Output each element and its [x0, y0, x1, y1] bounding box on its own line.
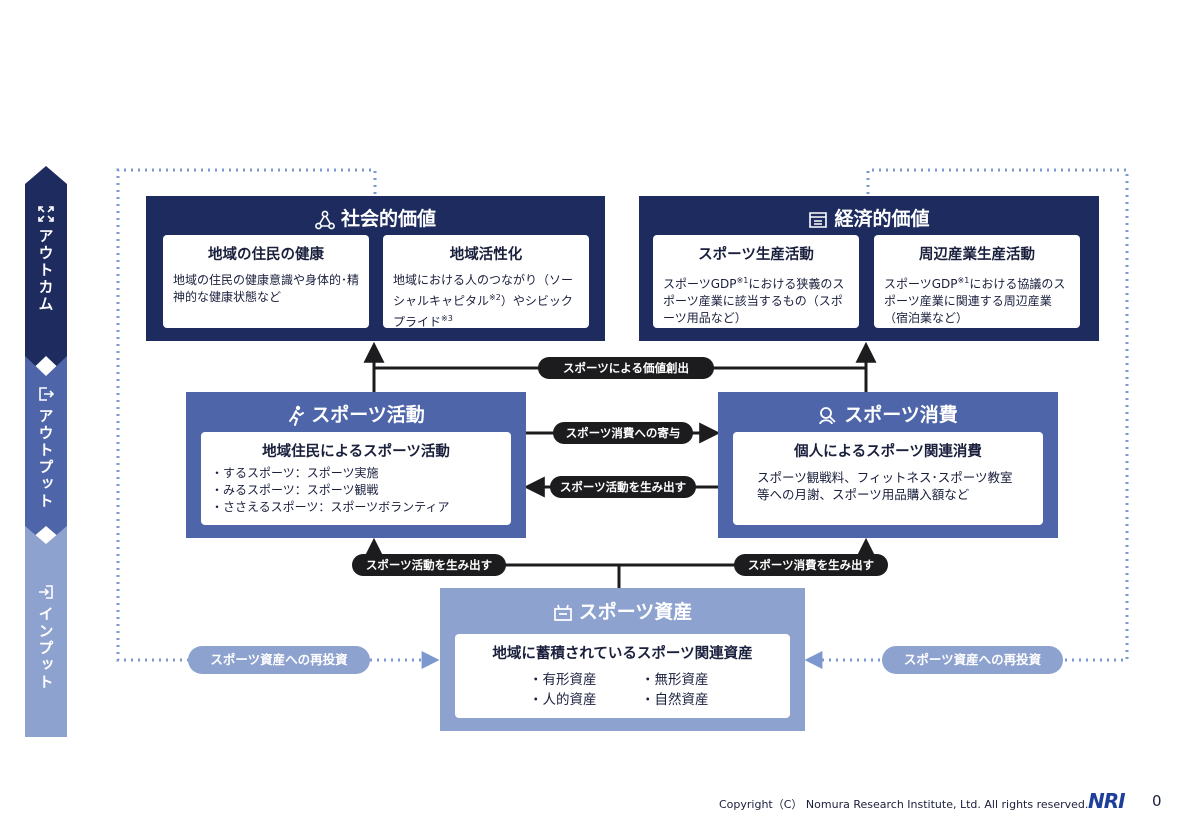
- card-sports-production-title: スポーツ生産活動: [698, 247, 814, 263]
- sidebar-output-label: アウトプット: [36, 408, 55, 510]
- card-health-body: 地域の住民の健康意識や身体的･精神的な健康状態など: [173, 273, 360, 304]
- card-local-assets: 地域に蓄積されているスポーツ関連資産 ・有形資産 ・人的資産 ・無形資産 ・自然…: [455, 634, 790, 718]
- sports-consumption-title: スポーツ消費: [718, 400, 1058, 427]
- sports-consumption-box: スポーツ消費 個人によるスポーツ関連消費 スポーツ観戦料、フィットネス･スポーツ…: [718, 392, 1058, 538]
- economic-value-box: 経済的価値 スポーツ生産活動 スポーツGDP※1における狭義のスポーツ産業に該当…: [639, 196, 1099, 341]
- activity-list: するスポーツ：スポーツ実施 みるスポーツ：スポーツ観戦 ささえるスポーツ：スポー…: [211, 465, 501, 516]
- nri-logo: NRI: [1088, 789, 1126, 813]
- card-revitalization: 地域活性化 地域における人のつながり（ソーシャルキャピタル※2）やシビックプライ…: [383, 235, 589, 329]
- sports-assets-title-text: スポーツ資産: [578, 601, 693, 623]
- list-item: ・自然資産: [641, 692, 709, 708]
- list-item: ・有形資産: [529, 672, 597, 688]
- list-item: するスポーツ：スポーツ実施: [211, 465, 501, 482]
- export-icon: [39, 387, 54, 401]
- card-local-assets-title: 地域に蓄積されているスポーツ関連資産: [492, 646, 753, 662]
- card-sports-production-body: スポーツGDP※1における狭義のスポーツ産業に該当するもの（スポーツ用品など）: [663, 276, 845, 325]
- sidebar-outcome-label: アウトカム: [36, 228, 55, 313]
- expand-icon: [38, 206, 54, 222]
- card-health-title: 地域の住民の健康: [208, 247, 324, 263]
- card-personal-consumption: 個人によるスポーツ関連消費 スポーツ観戦料、フィットネス･スポーツ教室等への月謝…: [733, 432, 1043, 525]
- card-revitalization-body: 地域における人のつながり（ソーシャルキャピタル※2）やシビックプライド※3: [393, 273, 574, 329]
- pill-to-consumption: スポーツ消費への寄与: [553, 422, 693, 444]
- sidebar-input-label: インプット: [36, 606, 55, 691]
- pill-value-creation: スポーツによる価値創出: [538, 357, 714, 379]
- page-number: 0: [1152, 792, 1162, 810]
- sidebar-shapes: [25, 166, 67, 737]
- reinvest-loop-left: [116, 168, 440, 669]
- sports-activity-title-text: スポーツ活動: [311, 404, 425, 426]
- sidebar-output: アウトプット: [25, 386, 67, 510]
- sidebar-outcome: アウトカム: [25, 206, 67, 313]
- pill-asset-to-activity: スポーツ活動を生み出す: [352, 554, 506, 576]
- list-item: みるスポーツ：スポーツ観戦: [211, 482, 501, 499]
- social-value-title-text: 社会的価値: [340, 208, 436, 230]
- pill-to-activity: スポーツ活動を生み出す: [550, 476, 696, 498]
- sidebar-input: インプット: [25, 584, 67, 691]
- network-icon: [315, 210, 335, 229]
- card-revitalization-title: 地域活性化: [449, 247, 523, 263]
- card-personal-consumption-body: スポーツ観戦料、フィットネス･スポーツ教室等への月謝、スポーツ用品購入額など: [757, 470, 1013, 502]
- stadium-icon: [553, 604, 572, 621]
- list-item: ささえるスポーツ：スポーツボランティア: [211, 499, 501, 516]
- sports-activity-title: スポーツ活動: [186, 400, 526, 427]
- assets-col-right: ・無形資産 ・自然資産: [641, 670, 709, 710]
- pill-reinvest-right: スポーツ資産への再投資: [882, 646, 1063, 674]
- card-resident-activity: 地域住民によるスポーツ活動 するスポーツ：スポーツ実施 みるスポーツ：スポーツ観…: [201, 432, 511, 525]
- social-value-box: 社会的価値 地域の住民の健康 地域の住民の健康意識や身体的･精神的な健康状態など…: [146, 196, 605, 341]
- card-peripheral-production-body: スポーツGDP※1における協議のスポーツ産業に関連する周辺産業（宿泊業など）: [884, 276, 1066, 325]
- economic-value-title-text: 経済的価値: [834, 208, 930, 230]
- card-peripheral-production-title: 周辺産業生産活動: [919, 247, 1035, 263]
- assets-col-left: ・有形資産 ・人的資産: [529, 670, 597, 710]
- register-icon: [809, 211, 828, 228]
- reinvest-loop-right: [804, 168, 1129, 669]
- card-health: 地域の住民の健康 地域の住民の健康意識や身体的･精神的な健康状態など: [163, 235, 369, 328]
- social-value-title: 社会的価値: [146, 204, 605, 231]
- sports-assets-title: スポーツ資産: [440, 597, 805, 624]
- runner-icon: [289, 405, 305, 426]
- list-item: ・人的資産: [529, 692, 597, 708]
- list-item: ・無形資産: [641, 672, 709, 688]
- sports-activity-box: スポーツ活動 地域住民によるスポーツ活動 するスポーツ：スポーツ実施 みるスポー…: [186, 392, 526, 538]
- card-personal-consumption-title: 個人によるスポーツ関連消費: [794, 444, 982, 460]
- sports-consumption-title-text: スポーツ消費: [844, 404, 958, 426]
- pill-reinvest-left: スポーツ資産への再投資: [188, 646, 370, 674]
- user-search-icon: [819, 406, 836, 424]
- economic-value-title: 経済的価値: [639, 204, 1099, 231]
- card-peripheral-production: 周辺産業生産活動 スポーツGDP※1における協議のスポーツ産業に関連する周辺産業…: [874, 235, 1080, 328]
- sports-assets-box: スポーツ資産 地域に蓄積されているスポーツ関連資産 ・有形資産 ・人的資産 ・無…: [440, 588, 805, 731]
- pill-asset-to-consumption: スポーツ消費を生み出す: [734, 554, 888, 576]
- import-icon: [39, 585, 53, 599]
- copyright: Copyright（C） Nomura Research Institute, …: [719, 798, 1089, 811]
- card-resident-activity-title: 地域住民によるスポーツ活動: [262, 444, 450, 460]
- card-sports-production: スポーツ生産活動 スポーツGDP※1における狭義のスポーツ産業に該当するもの（ス…: [653, 235, 859, 328]
